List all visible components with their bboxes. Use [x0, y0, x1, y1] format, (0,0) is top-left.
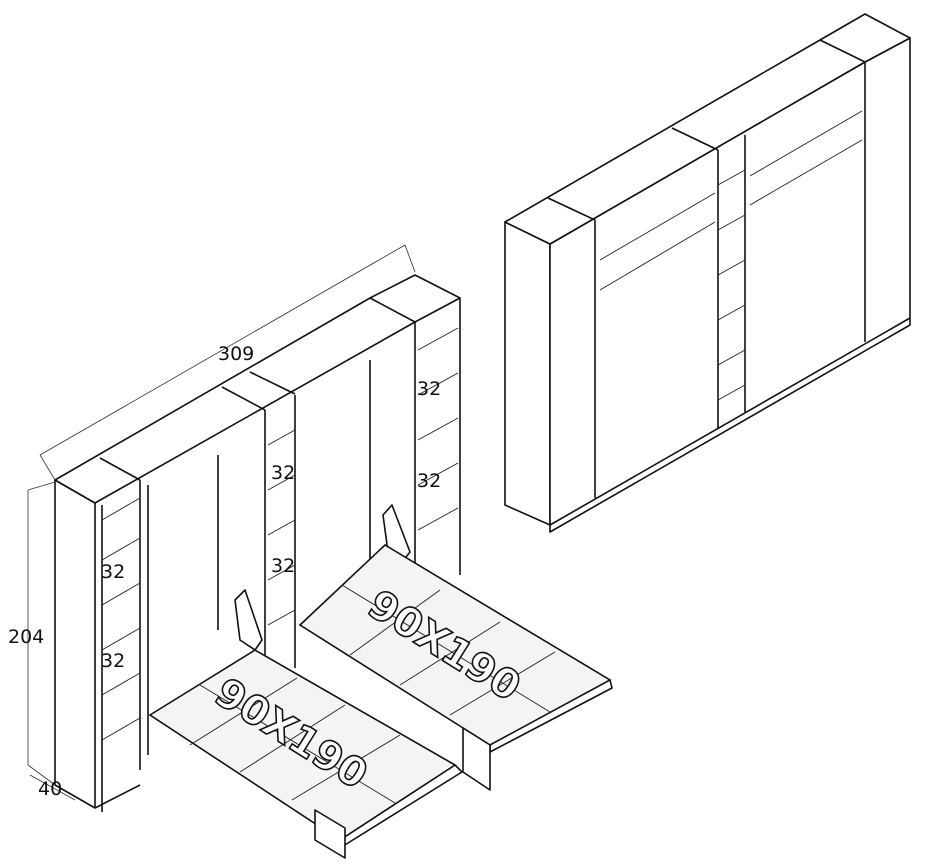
height-dimension-label: 204	[8, 626, 44, 648]
shelf-spacing-label: 32	[417, 378, 441, 400]
closed-wardrobe-unit	[504, 13, 911, 533]
right-bed	[298, 544, 613, 791]
shelf-spacing-label: 32	[101, 561, 125, 583]
left-lift-mechanism	[234, 589, 263, 651]
width-dimension-label: 309	[218, 343, 254, 365]
shelf-spacing-label: 32	[101, 650, 125, 672]
shelf-spacing-label: 32	[271, 462, 295, 484]
open-wall-bed-unit	[54, 274, 461, 812]
depth-dimension-label: 40	[38, 778, 62, 800]
shelf-spacing-label: 32	[417, 470, 441, 492]
shelf-spacing-label: 32	[271, 555, 295, 577]
dimension-lines	[27, 244, 416, 801]
left-bed	[148, 649, 463, 859]
